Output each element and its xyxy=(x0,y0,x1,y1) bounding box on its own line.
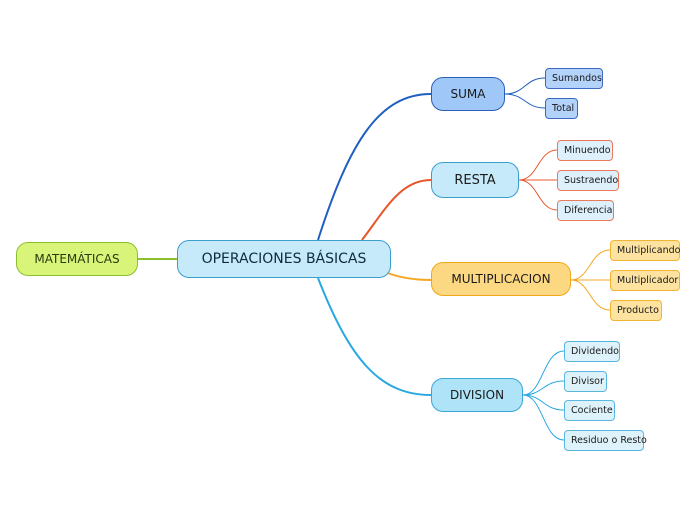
link-multiplicacion xyxy=(384,271,432,281)
sublinks-multiplicacion xyxy=(570,249,611,311)
subtopic-minuendo[interactable]: Minuendo xyxy=(557,140,613,161)
sublinks-division xyxy=(522,350,565,441)
suma-node[interactable]: SUMA xyxy=(431,77,505,111)
link-division xyxy=(317,277,432,396)
matematicas-node[interactable]: MATEMÁTICAS xyxy=(16,242,138,276)
sublinks-suma xyxy=(504,77,546,109)
resta-node[interactable]: RESTA xyxy=(431,162,519,198)
multiplicacion-node[interactable]: MULTIPLICACION xyxy=(431,262,571,296)
subtopic-divisor[interactable]: Divisor xyxy=(564,371,607,392)
division-node[interactable]: DIVISION xyxy=(431,378,523,412)
subtopic-residuo-o-resto[interactable]: Residuo o Resto xyxy=(564,430,647,451)
link-resta xyxy=(361,179,432,241)
central-topic-node[interactable]: OPERACIONES BÁSICAS xyxy=(177,240,391,278)
subtopic-producto[interactable]: Producto xyxy=(610,300,662,321)
subtopic-multiplicando[interactable]: Multiplicando xyxy=(610,240,680,261)
subtopic-cociente[interactable]: Cociente xyxy=(564,400,615,421)
link-suma xyxy=(317,93,432,241)
subtopic-total[interactable]: Total xyxy=(545,98,578,119)
subtopic-multiplicador[interactable]: Multiplicador xyxy=(610,270,680,291)
subtopic-sustraendo[interactable]: Sustraendo xyxy=(557,170,619,191)
subtopic-dividendo[interactable]: Dividendo xyxy=(564,341,620,362)
subtopic-diferencia[interactable]: Diferencia xyxy=(557,200,614,221)
sublinks-resta xyxy=(518,149,558,211)
subtopic-sumandos[interactable]: Sumandos xyxy=(545,68,603,89)
